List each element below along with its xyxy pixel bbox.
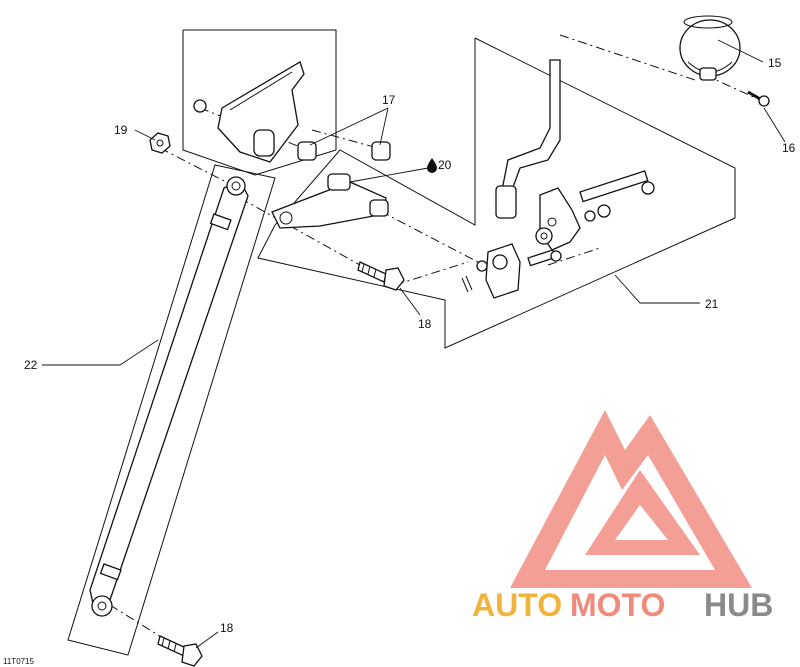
- callout-18-upper: 18: [418, 317, 432, 331]
- diagram-code: 11T0715: [3, 657, 35, 666]
- guard-bolts: [297, 141, 391, 161]
- guard-cover: [193, 61, 305, 163]
- callout-16: 16: [782, 141, 796, 155]
- shift-arm: [271, 173, 389, 229]
- nut: [149, 132, 171, 154]
- rod-group-outline: [67, 164, 276, 656]
- callout-20: 20: [438, 158, 452, 172]
- callout-17: 17: [382, 93, 396, 107]
- automotohub-watermark: AUTO MOTO HUB: [472, 410, 773, 623]
- watermark-word-moto: MOTO: [570, 587, 665, 623]
- lever-pivot-block: [476, 243, 521, 299]
- cotter-pin: [461, 275, 473, 293]
- pivot-bolt-long: [579, 170, 655, 203]
- callout-21: 21: [705, 297, 719, 311]
- callout-22: 22: [24, 358, 38, 372]
- callout-19: 19: [114, 123, 128, 137]
- guard-group-outline: [182, 29, 337, 176]
- leader-lines: [42, 39, 786, 649]
- bolt-lower: [157, 635, 203, 667]
- callout-18-lower: 18: [220, 621, 234, 635]
- watermark-logo-triangle: [510, 410, 752, 588]
- oil-drop-icon: [427, 158, 437, 173]
- clevis-pin: [527, 249, 562, 267]
- shifter-group-outline: [257, 37, 736, 349]
- bolt-upper: [357, 261, 405, 291]
- shift-lever: [495, 59, 561, 219]
- watermark-word-auto: AUTO: [472, 587, 562, 623]
- knob-screw: [747, 90, 770, 107]
- shift-knob: [679, 15, 741, 81]
- connecting-rod: [89, 176, 249, 617]
- washers-and-nuts: [535, 204, 611, 245]
- watermark-word-hub: HUB: [704, 587, 773, 623]
- callout-15: 15: [768, 56, 782, 70]
